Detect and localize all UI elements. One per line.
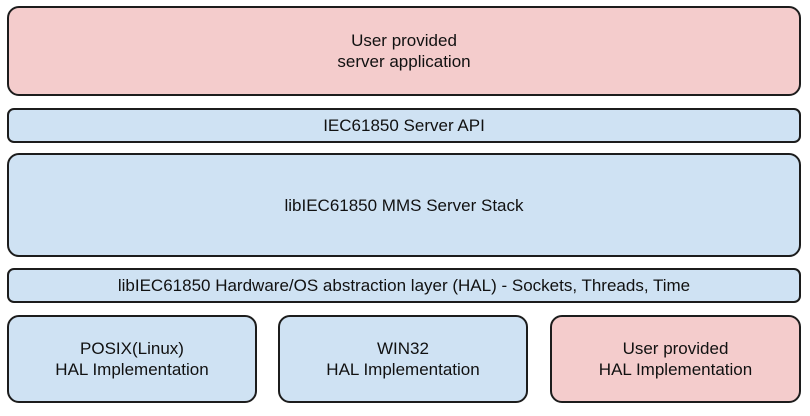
posix-hal-label: POSIX(Linux) HAL Implementation	[55, 339, 209, 379]
win32-hal-box: WIN32 HAL Implementation	[278, 315, 528, 403]
server-api-label: IEC61850 Server API	[323, 116, 485, 135]
hal-layer-label: libIEC61850 Hardware/OS abstraction laye…	[117, 276, 691, 295]
user-hal-box: User provided HAL Implementation	[550, 315, 801, 403]
mms-server-stack-box: libIEC61850 MMS Server Stack	[7, 153, 801, 257]
posix-hal-box: POSIX(Linux) HAL Implementation	[7, 315, 257, 403]
server-api-box: IEC61850 Server API	[7, 108, 801, 143]
win32-hal-label: WIN32 HAL Implementation	[326, 339, 480, 379]
user-server-application-box: User provided server application	[7, 6, 801, 96]
user-hal-label: User provided HAL Implementation	[598, 339, 753, 379]
user-server-application-label: User provided server application	[337, 31, 471, 71]
hal-layer-box: libIEC61850 Hardware/OS abstraction laye…	[7, 268, 801, 303]
mms-server-stack-label: libIEC61850 MMS Server Stack	[284, 195, 524, 215]
